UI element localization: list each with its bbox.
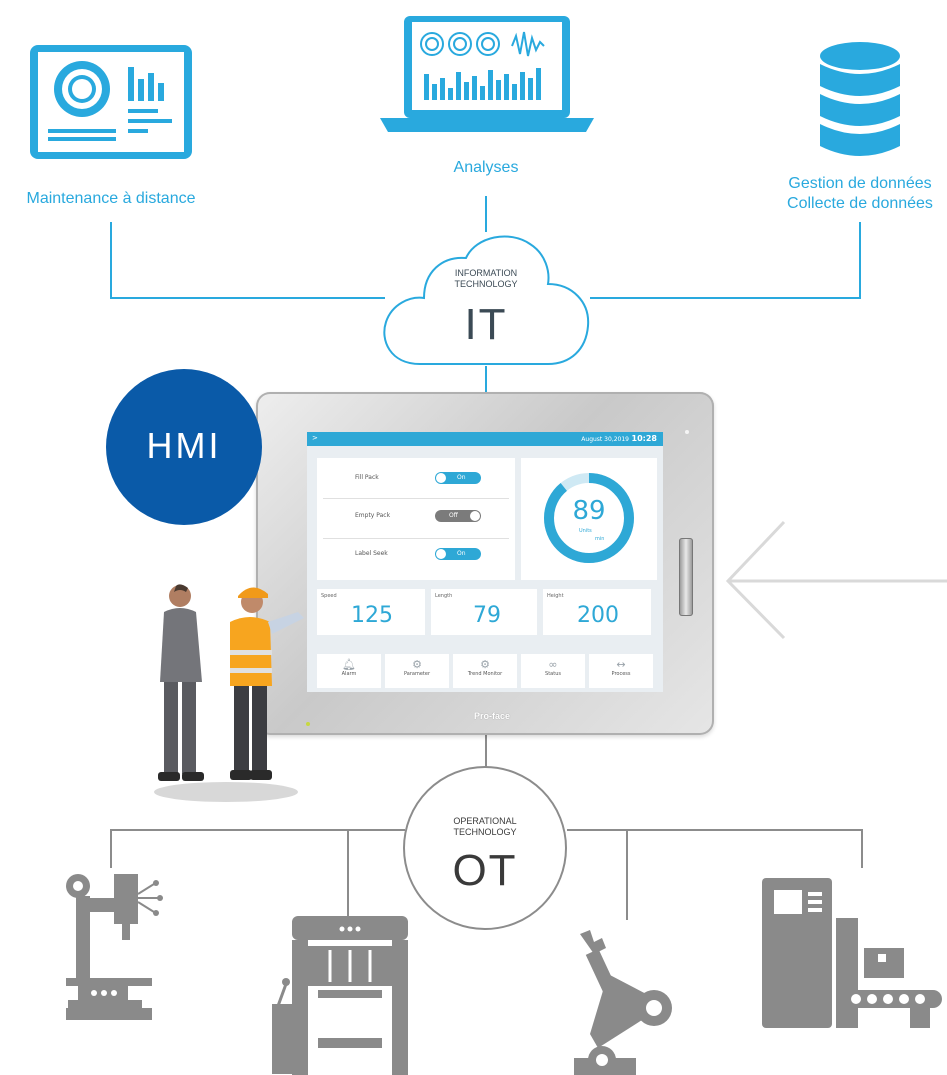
it-subtitle-line1: INFORMATION bbox=[454, 268, 518, 278]
hmi-screen: > August 30,2019 10:28 Fill Pack On Empt… bbox=[307, 432, 663, 692]
metric-label: Height bbox=[547, 593, 564, 599]
status-button[interactable]: ∞ Status bbox=[521, 654, 585, 688]
ot-bus bbox=[110, 829, 405, 868]
button-label: Alarm bbox=[341, 671, 357, 677]
it-link-right bbox=[590, 222, 861, 299]
trend-monitor-button[interactable]: ⚙ Trend Monitor bbox=[453, 654, 517, 688]
data-management-line2: Collecte de données bbox=[787, 195, 933, 212]
toggle-state: On bbox=[457, 550, 466, 557]
switch-label: Empty Pack bbox=[355, 512, 391, 519]
button-label: Process bbox=[611, 671, 631, 677]
screen-date: August 30,2019 bbox=[581, 436, 629, 443]
data-management-label: Gestion de données Collecte de données bbox=[770, 174, 947, 214]
robot-arm-icon bbox=[574, 930, 672, 1075]
metric-value: 200 bbox=[577, 603, 619, 628]
hmi-badge-label: HMI bbox=[146, 425, 222, 466]
metric-label: Speed bbox=[321, 593, 337, 599]
press-machine-icon bbox=[272, 916, 408, 1075]
ot-circle bbox=[403, 766, 567, 930]
metric-card: Height 200 bbox=[543, 589, 651, 635]
ot-abbr: OT bbox=[452, 846, 518, 895]
gauge-unit-bottom: min bbox=[595, 536, 605, 542]
toggle-state: On bbox=[457, 474, 466, 481]
binoculars-icon: ∞ bbox=[548, 658, 558, 671]
it-cloud bbox=[383, 235, 590, 365]
switch-label: Label Seek bbox=[355, 550, 388, 557]
parameter-button[interactable]: ⚙ Parameter bbox=[385, 654, 449, 688]
gauge-ring bbox=[544, 473, 634, 563]
metric-label: Length bbox=[435, 593, 453, 599]
toggle-state: Off bbox=[449, 512, 458, 519]
remote-maintenance-icon bbox=[30, 45, 192, 159]
analytics-label: Analyses bbox=[453, 159, 519, 176]
menu-chevron-icon[interactable]: > bbox=[312, 434, 318, 442]
gauge-value-arc bbox=[544, 473, 634, 563]
ot-subtitle-line2: TECHNOLOGY bbox=[453, 827, 517, 837]
process-button[interactable]: ↔ Process bbox=[589, 654, 653, 688]
ot-bus-right bbox=[567, 829, 863, 868]
remote-maintenance-label: Maintenance à distance bbox=[26, 190, 196, 207]
metric-value: 125 bbox=[351, 603, 393, 628]
analytics-icon bbox=[380, 16, 594, 132]
database-icon bbox=[820, 42, 900, 156]
button-label: Parameter bbox=[403, 671, 430, 677]
it-link-left bbox=[110, 222, 385, 299]
fill-pack-toggle[interactable]: On bbox=[435, 472, 481, 484]
switch-label: Fill Pack bbox=[355, 474, 379, 481]
brand-logo: Pro-face bbox=[473, 711, 510, 721]
screen-time: 10:28 bbox=[631, 434, 657, 443]
switch-panel: Fill Pack On Empty Pack Off Label Seek O… bbox=[317, 458, 515, 580]
screen-title-bar: > August 30,2019 10:28 bbox=[307, 432, 663, 446]
data-management-line1: Gestion de données bbox=[788, 175, 932, 192]
label-seek-toggle[interactable]: On bbox=[435, 548, 481, 560]
button-label: Status bbox=[545, 671, 561, 677]
gauge-panel: 89 Units min bbox=[521, 458, 657, 580]
it-subtitle-line2: TECHNOLOGY bbox=[454, 279, 518, 289]
metric-card: Length 79 bbox=[431, 589, 537, 635]
gauge-value: 89 bbox=[572, 496, 606, 526]
alarm-button[interactable]: 🔔︎ Alarm bbox=[317, 654, 381, 688]
empty-pack-toggle[interactable]: Off bbox=[435, 510, 481, 522]
process-icon: ↔ bbox=[616, 658, 626, 671]
bell-icon: 🔔︎ bbox=[342, 658, 356, 671]
gears-icon: ⚙ bbox=[412, 658, 422, 671]
cnc-conveyor-icon bbox=[762, 878, 942, 1028]
drill-press-icon bbox=[66, 874, 163, 1020]
metric-card: Speed 125 bbox=[317, 589, 425, 635]
trend-icon: ⚙ bbox=[480, 658, 490, 671]
workers-illustration bbox=[154, 584, 304, 802]
it-abbr: IT bbox=[464, 300, 508, 349]
metric-value: 79 bbox=[473, 603, 501, 628]
it-subtitle: INFORMATION TECHNOLOGY bbox=[430, 268, 542, 290]
ot-subtitle-line1: OPERATIONAL bbox=[453, 816, 517, 826]
hmi-badge bbox=[106, 369, 262, 525]
power-led bbox=[306, 722, 310, 726]
gauge-unit-top: Units bbox=[579, 528, 592, 534]
arrow-head bbox=[725, 520, 786, 640]
ot-subtitle: OPERATIONAL TECHNOLOGY bbox=[426, 816, 544, 838]
hmi-led bbox=[685, 430, 689, 434]
button-label: Trend Monitor bbox=[467, 671, 503, 677]
hmi-handle bbox=[679, 538, 693, 616]
